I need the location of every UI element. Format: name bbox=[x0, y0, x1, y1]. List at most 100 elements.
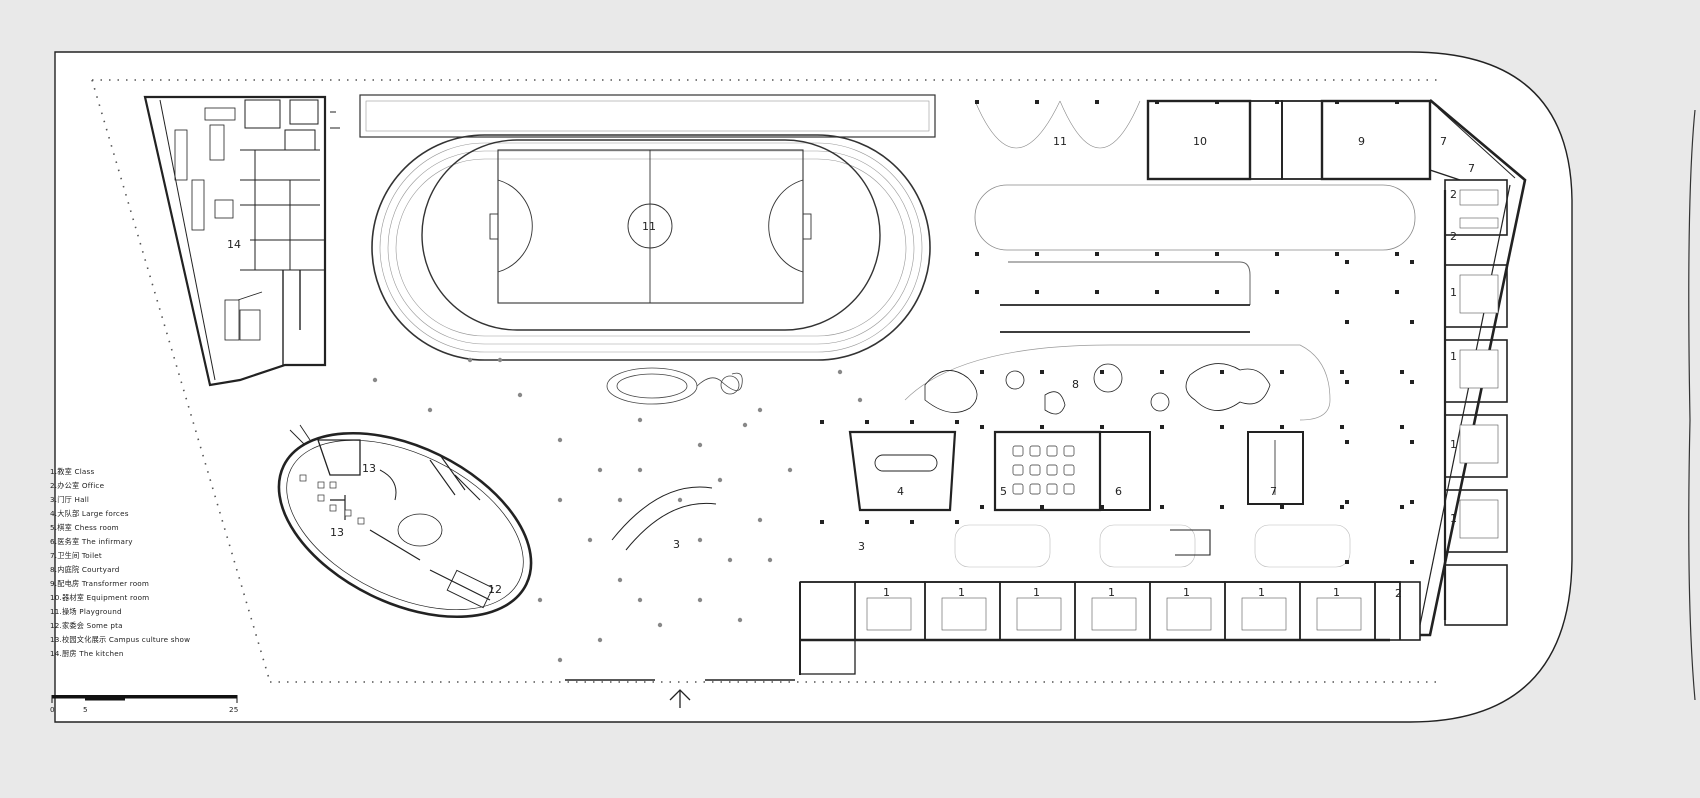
room-label-courtyard-8: 8 bbox=[1072, 378, 1079, 391]
room-label-toilet-7-mid: 7 bbox=[1270, 485, 1277, 498]
column bbox=[910, 520, 914, 524]
tree-dot bbox=[742, 422, 748, 428]
column bbox=[1215, 100, 1219, 104]
column bbox=[1335, 100, 1339, 104]
tree-dot bbox=[657, 622, 663, 628]
tree-dot bbox=[677, 497, 683, 503]
tree-dot bbox=[497, 357, 503, 363]
legend-item: 4.大队部 Large forces bbox=[50, 509, 129, 518]
column bbox=[1275, 100, 1279, 104]
room-label-class-1-b3: 1 bbox=[1033, 586, 1040, 599]
legend-item: 11.操场 Playground bbox=[50, 607, 122, 616]
tree-dot bbox=[557, 497, 563, 503]
column bbox=[1345, 560, 1349, 564]
tree-dot bbox=[737, 617, 743, 623]
column bbox=[1410, 440, 1414, 444]
column bbox=[1035, 100, 1039, 104]
right-classroom-desks bbox=[1459, 189, 1499, 539]
tree-dot bbox=[727, 557, 733, 563]
column bbox=[1100, 370, 1104, 374]
legend-item: 13.校园文化展示 Campus culture show bbox=[50, 635, 190, 644]
room-label-class-1-r3: 1 bbox=[1450, 438, 1457, 451]
column bbox=[1280, 370, 1284, 374]
room-label-class-1-b5: 1 bbox=[1183, 586, 1190, 599]
sculpture bbox=[606, 367, 743, 405]
legend: 1.教室 Class 2.办公室 Office 3.门厅 Hall 4.大队部 … bbox=[50, 467, 190, 658]
scale-tick-25: 25 bbox=[229, 705, 239, 714]
legend-item: 5.棋室 Chess room bbox=[50, 523, 119, 532]
column bbox=[1345, 260, 1349, 264]
tree-dot bbox=[557, 437, 563, 443]
kitchen-wing bbox=[143, 95, 340, 387]
oval-pavilion bbox=[277, 424, 533, 619]
room-label-hall-3-b: 3 bbox=[858, 540, 865, 553]
room-label-class-1-b2: 1 bbox=[958, 586, 965, 599]
tree-dot bbox=[637, 417, 643, 423]
column bbox=[1035, 252, 1039, 256]
sports-track bbox=[359, 94, 936, 361]
room-labels: 11 10 9 7 7 2 2 1 1 1 1 2 1 1 1 1 1 1 1 … bbox=[227, 135, 1475, 600]
room-label-transformer-9: 9 bbox=[1358, 135, 1365, 148]
legend-item: 1.教室 Class bbox=[50, 467, 94, 476]
bottom-classrooms bbox=[854, 581, 1421, 641]
column bbox=[1340, 425, 1344, 429]
column bbox=[1155, 100, 1159, 104]
column bbox=[980, 370, 984, 374]
column bbox=[955, 420, 959, 424]
tree-dot bbox=[637, 467, 643, 473]
pavilion-furniture bbox=[299, 474, 365, 525]
column bbox=[1410, 320, 1414, 324]
room-label-field-11: 11 bbox=[642, 220, 656, 233]
bottom-classroom-desks bbox=[866, 597, 1362, 631]
room-label-class-1-b4: 1 bbox=[1108, 586, 1115, 599]
column bbox=[1095, 100, 1099, 104]
up-arrow-icon bbox=[669, 689, 691, 708]
legend-item: 9.配电房 Transformer room bbox=[50, 579, 149, 588]
column bbox=[1100, 425, 1104, 429]
room-label-culture-13-a: 13 bbox=[362, 462, 376, 475]
room-label-infirmary-6: 6 bbox=[1115, 485, 1122, 498]
legend-item: 14.厨房 The kitchen bbox=[50, 649, 124, 658]
legend-item: 10.器材室 Equipment room bbox=[50, 593, 149, 602]
room-label-office-2-b: 2 bbox=[1450, 230, 1457, 243]
column bbox=[1275, 252, 1279, 256]
tree-dot bbox=[557, 657, 563, 663]
tree-dot bbox=[537, 597, 543, 603]
tree-dot bbox=[617, 497, 623, 503]
room-label-kitchen-14: 14 bbox=[227, 238, 241, 251]
legend-item: 3.门厅 Hall bbox=[50, 495, 89, 504]
tree-dot bbox=[787, 467, 793, 473]
room-label-class-1-b1: 1 bbox=[883, 586, 890, 599]
legend-item: 12.家委会 Some pta bbox=[50, 621, 123, 630]
room-label-class-1-b7: 1 bbox=[1333, 586, 1340, 599]
tree-dot bbox=[587, 537, 593, 543]
tree-dot bbox=[757, 517, 763, 523]
room-label-office-2-a: 2 bbox=[1450, 188, 1457, 201]
room-label-equipment-10: 10 bbox=[1193, 135, 1207, 148]
column bbox=[1215, 290, 1219, 294]
column bbox=[1340, 370, 1344, 374]
tree-dot bbox=[757, 407, 763, 413]
column bbox=[1215, 252, 1219, 256]
room-label-class-1-b6: 1 bbox=[1258, 586, 1265, 599]
scale-tick-0: 0 bbox=[50, 705, 55, 714]
chess-tables bbox=[1012, 445, 1075, 495]
column bbox=[1345, 500, 1349, 504]
legend-item: 8.内庭院 Courtyard bbox=[50, 565, 120, 574]
site-right-curb bbox=[1688, 109, 1696, 701]
column bbox=[910, 420, 914, 424]
column bbox=[1040, 370, 1044, 374]
tree-dot bbox=[427, 407, 433, 413]
column bbox=[1095, 252, 1099, 256]
right-classrooms bbox=[1444, 179, 1508, 626]
column bbox=[1335, 252, 1339, 256]
column bbox=[1395, 252, 1399, 256]
room-label-toilet-7-top-a: 7 bbox=[1440, 135, 1447, 148]
column bbox=[1035, 290, 1039, 294]
column bbox=[1400, 505, 1404, 509]
column bbox=[1160, 370, 1164, 374]
tree-dot bbox=[372, 377, 378, 383]
tree-dot bbox=[857, 397, 863, 403]
room-label-pta-12: 12 bbox=[488, 583, 502, 596]
tree-dot bbox=[697, 537, 703, 543]
